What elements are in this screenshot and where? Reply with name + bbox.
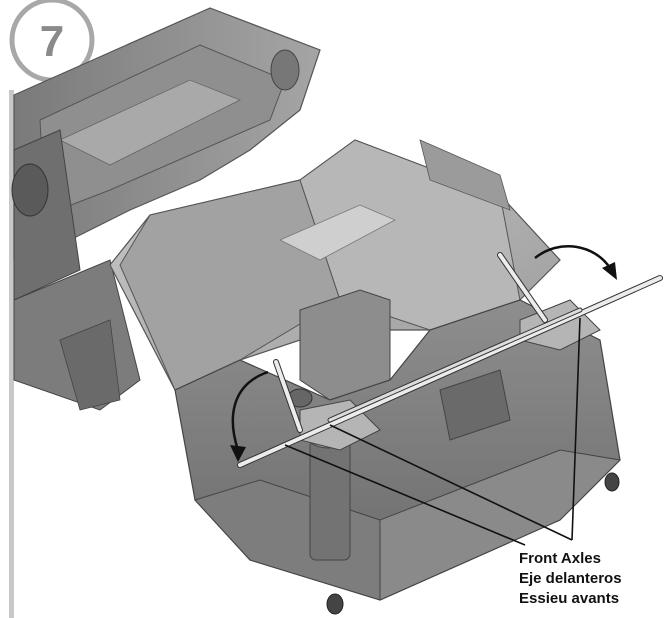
callout-line-french: Essieu avants bbox=[519, 590, 620, 607]
seat-body bbox=[109, 139, 561, 401]
front-chassis bbox=[174, 299, 622, 615]
rear-body bbox=[11, 7, 321, 411]
front-axles bbox=[237, 252, 663, 468]
callout-line-spanish: Eje delanteros bbox=[519, 570, 622, 587]
callout-leaders bbox=[284, 317, 581, 546]
step-number: 7 bbox=[40, 17, 64, 66]
callout-line-english: Front Axles bbox=[519, 550, 601, 567]
rotation-arrows bbox=[230, 245, 617, 462]
side-bar bbox=[9, 90, 14, 618]
front-axles-callout: Front Axles Eje delanteros Essieu avants bbox=[519, 549, 659, 609]
